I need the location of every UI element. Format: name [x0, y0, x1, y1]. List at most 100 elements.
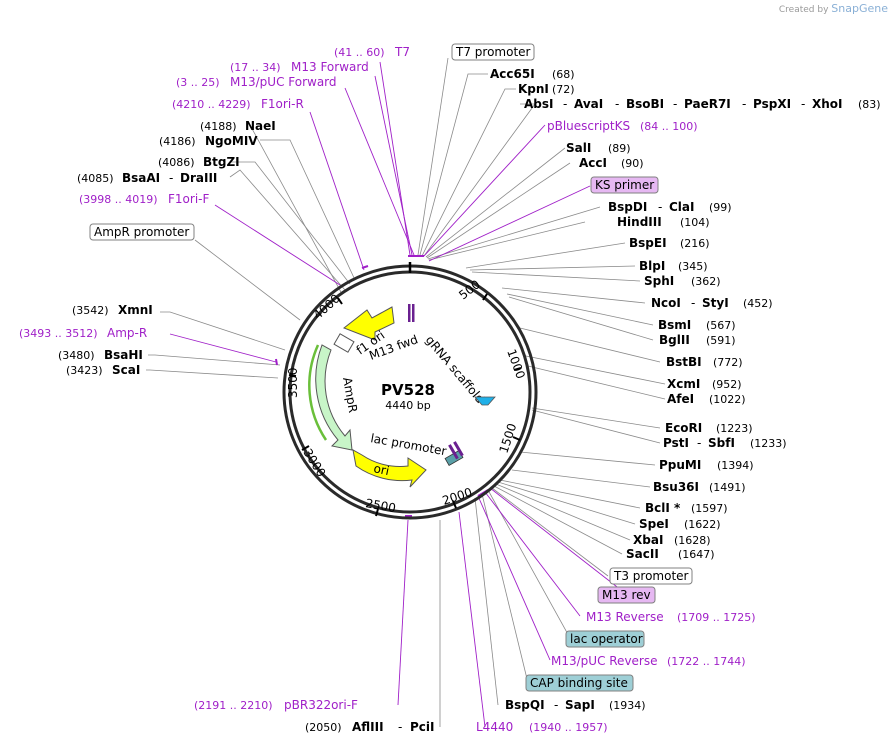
- svg-text:NgoMIV: NgoMIV: [205, 134, 258, 148]
- leader-lines: [146, 57, 666, 727]
- label-ngomiv[interactable]: (4186) NgoMIV: [159, 134, 258, 148]
- svg-text:(216): (216): [680, 237, 710, 250]
- svg-text:F1ori-F: F1ori-F: [168, 192, 209, 206]
- svg-text:L4440: L4440: [476, 720, 513, 734]
- label-sali[interactable]: SalI (89): [566, 141, 631, 155]
- svg-text:SalI: SalI: [566, 141, 591, 155]
- label-bspqi-sapi[interactable]: BspQI - SapI (1934): [505, 698, 646, 712]
- label-cap-binding-site[interactable]: CAP binding site: [525, 674, 634, 692]
- svg-text:(1709 .. 1725): (1709 .. 1725): [677, 611, 756, 624]
- svg-text:pBR322ori-F: pBR322ori-F: [284, 698, 358, 712]
- label-spei[interactable]: SpeI (1622): [639, 517, 721, 531]
- svg-text:Amp-R: Amp-R: [107, 326, 147, 340]
- label-ppumi[interactable]: PpuMI (1394): [659, 458, 754, 472]
- label-xbai[interactable]: XbaI (1628): [633, 533, 711, 547]
- svg-text:(952): (952): [712, 378, 742, 391]
- svg-text:M13 Reverse: M13 Reverse: [586, 610, 664, 624]
- lac-promoter-label: lac promoter: [369, 431, 447, 458]
- ori-label: ori: [372, 461, 390, 478]
- svg-text:ScaI: ScaI: [112, 363, 140, 377]
- label-bspei[interactable]: BspEI (216): [629, 236, 710, 250]
- label-f1ori-r[interactable]: (4210 .. 4229) F1ori-R: [172, 97, 304, 111]
- svg-text:(1394): (1394): [717, 459, 754, 472]
- svg-text:SpeI: SpeI: [639, 517, 669, 531]
- label-afei[interactable]: AfeI (1022): [667, 392, 746, 406]
- label-t3-promoter[interactable]: T3 promoter: [609, 567, 693, 585]
- label-m13-reverse[interactable]: M13 Reverse (1709 .. 1725): [586, 610, 756, 624]
- svg-text:(2191 .. 2210): (2191 .. 2210): [194, 699, 273, 712]
- svg-text:-: -: [673, 97, 677, 111]
- label-ncoi-styi[interactable]: NcoI - StyI (452): [651, 296, 773, 310]
- label-pbr322ori-f[interactable]: (2191 .. 2210) pBR322ori-F: [194, 698, 358, 712]
- tick-2500: 2500: [364, 496, 397, 515]
- label-btgzi[interactable]: (4086) BtgZI: [158, 155, 240, 169]
- svg-text:(68): (68): [552, 68, 575, 81]
- label-t7-promoter[interactable]: T7 promoter: [451, 43, 535, 61]
- feature-ampr[interactable]: AmpR: [308, 333, 360, 451]
- svg-text:(104): (104): [680, 216, 710, 229]
- svg-text:F1ori-R: F1ori-R: [261, 97, 304, 111]
- label-m13-puc-forward[interactable]: (3 .. 25) M13/pUC Forward: [176, 75, 337, 89]
- label-m13-rev[interactable]: M13 rev: [597, 586, 656, 604]
- label-m13-forward[interactable]: (17 .. 34) M13 Forward: [230, 60, 369, 74]
- label-xmni[interactable]: (3542) XmnI: [72, 303, 153, 317]
- svg-text:(3998 .. 4019): (3998 .. 4019): [79, 193, 158, 206]
- label-xcmi[interactable]: XcmI (952): [667, 377, 742, 391]
- label-m13-puc-reverse[interactable]: M13/pUC Reverse (1722 .. 1744): [551, 654, 746, 668]
- label-bcli[interactable]: BclI * (1597): [645, 501, 728, 515]
- label-bsmi[interactable]: BsmI (567): [658, 318, 736, 332]
- label-hindiii[interactable]: HindIII (104): [617, 215, 710, 229]
- label-acc65i[interactable]: Acc65I (68): [490, 67, 575, 81]
- svg-text:-: -: [554, 698, 558, 712]
- svg-text:PstI: PstI: [663, 436, 689, 450]
- svg-text:BspQI: BspQI: [505, 698, 545, 712]
- label-ampr-promoter[interactable]: AmpR promoter: [89, 223, 195, 241]
- label-naei[interactable]: (4188) NaeI: [200, 119, 276, 133]
- svg-text:PaeR7I: PaeR7I: [684, 97, 731, 111]
- label-kpni[interactable]: KpnI (72): [518, 82, 575, 96]
- label-f1ori-f[interactable]: (3998 .. 4019) F1ori-F: [79, 192, 209, 206]
- label-amp-r[interactable]: (3493 .. 3512) Amp-R: [19, 326, 147, 340]
- label-lac-operator[interactable]: lac operator: [565, 630, 645, 648]
- svg-text:(84 .. 100): (84 .. 100): [640, 120, 698, 133]
- label-scai[interactable]: (3423) ScaI: [66, 363, 140, 377]
- svg-text:BspDI: BspDI: [608, 200, 647, 214]
- svg-text:-: -: [398, 720, 402, 734]
- label-afliii-pcii[interactable]: (2050) AflIII - PciI: [305, 720, 435, 734]
- svg-text:(4210 .. 4229): (4210 .. 4229): [172, 98, 251, 111]
- primer-leader-lines: [169, 61, 631, 728]
- svg-text:AfeI: AfeI: [667, 392, 694, 406]
- label-bsu36i[interactable]: Bsu36I (1491): [653, 480, 746, 494]
- label-sphi[interactable]: SphI (362): [644, 274, 721, 288]
- svg-text:(17 .. 34): (17 .. 34): [230, 61, 281, 74]
- svg-text:(72): (72): [552, 83, 575, 96]
- svg-text:(1940 .. 1957): (1940 .. 1957): [529, 721, 608, 734]
- svg-text:M13/pUC Reverse: M13/pUC Reverse: [551, 654, 658, 668]
- label-bsahi[interactable]: (3480) BsaHI: [58, 348, 143, 362]
- feature-ori[interactable]: ori: [352, 449, 427, 488]
- svg-text:HindIII: HindIII: [617, 215, 662, 229]
- label-bsaai-draiii[interactable]: (4085) BsaAI - DraIII: [77, 171, 217, 185]
- svg-text:AmpR promoter: AmpR promoter: [94, 225, 189, 239]
- svg-text:DraIII: DraIII: [180, 171, 217, 185]
- label-psti-sbfi[interactable]: PstI - SbfI (1233): [663, 436, 787, 450]
- label-absi-group[interactable]: AbsI - AvaI - BsoBI - PaeR7I - PspXI - X…: [524, 97, 881, 111]
- svg-text:(1934): (1934): [609, 699, 646, 712]
- svg-text:StyI: StyI: [702, 296, 729, 310]
- label-blpi[interactable]: BlpI (345): [639, 259, 708, 273]
- tick-500: 500: [456, 277, 483, 302]
- label-bglii[interactable]: BglII (591): [659, 333, 736, 347]
- svg-text:BsaHI: BsaHI: [104, 348, 143, 362]
- label-t7[interactable]: (41 .. 60) T7: [334, 45, 410, 59]
- label-l4440[interactable]: L4440 (1940 .. 1957): [476, 720, 608, 734]
- label-acci[interactable]: AccI (90): [579, 156, 644, 170]
- label-ks-primer[interactable]: KS primer: [590, 176, 659, 194]
- svg-text:NcoI: NcoI: [651, 296, 681, 310]
- svg-text:ClaI: ClaI: [669, 200, 694, 214]
- label-pbluescriptks[interactable]: pBluescriptKS (84 .. 100): [547, 119, 698, 133]
- label-ecori[interactable]: EcoRI (1223): [665, 421, 753, 435]
- label-sacii[interactable]: SacII (1647): [626, 547, 715, 561]
- label-bspdi-clai[interactable]: BspDI - ClaI (99): [608, 200, 732, 214]
- label-bstbi[interactable]: BstBI (772): [666, 355, 743, 369]
- svg-text:(99): (99): [709, 201, 732, 214]
